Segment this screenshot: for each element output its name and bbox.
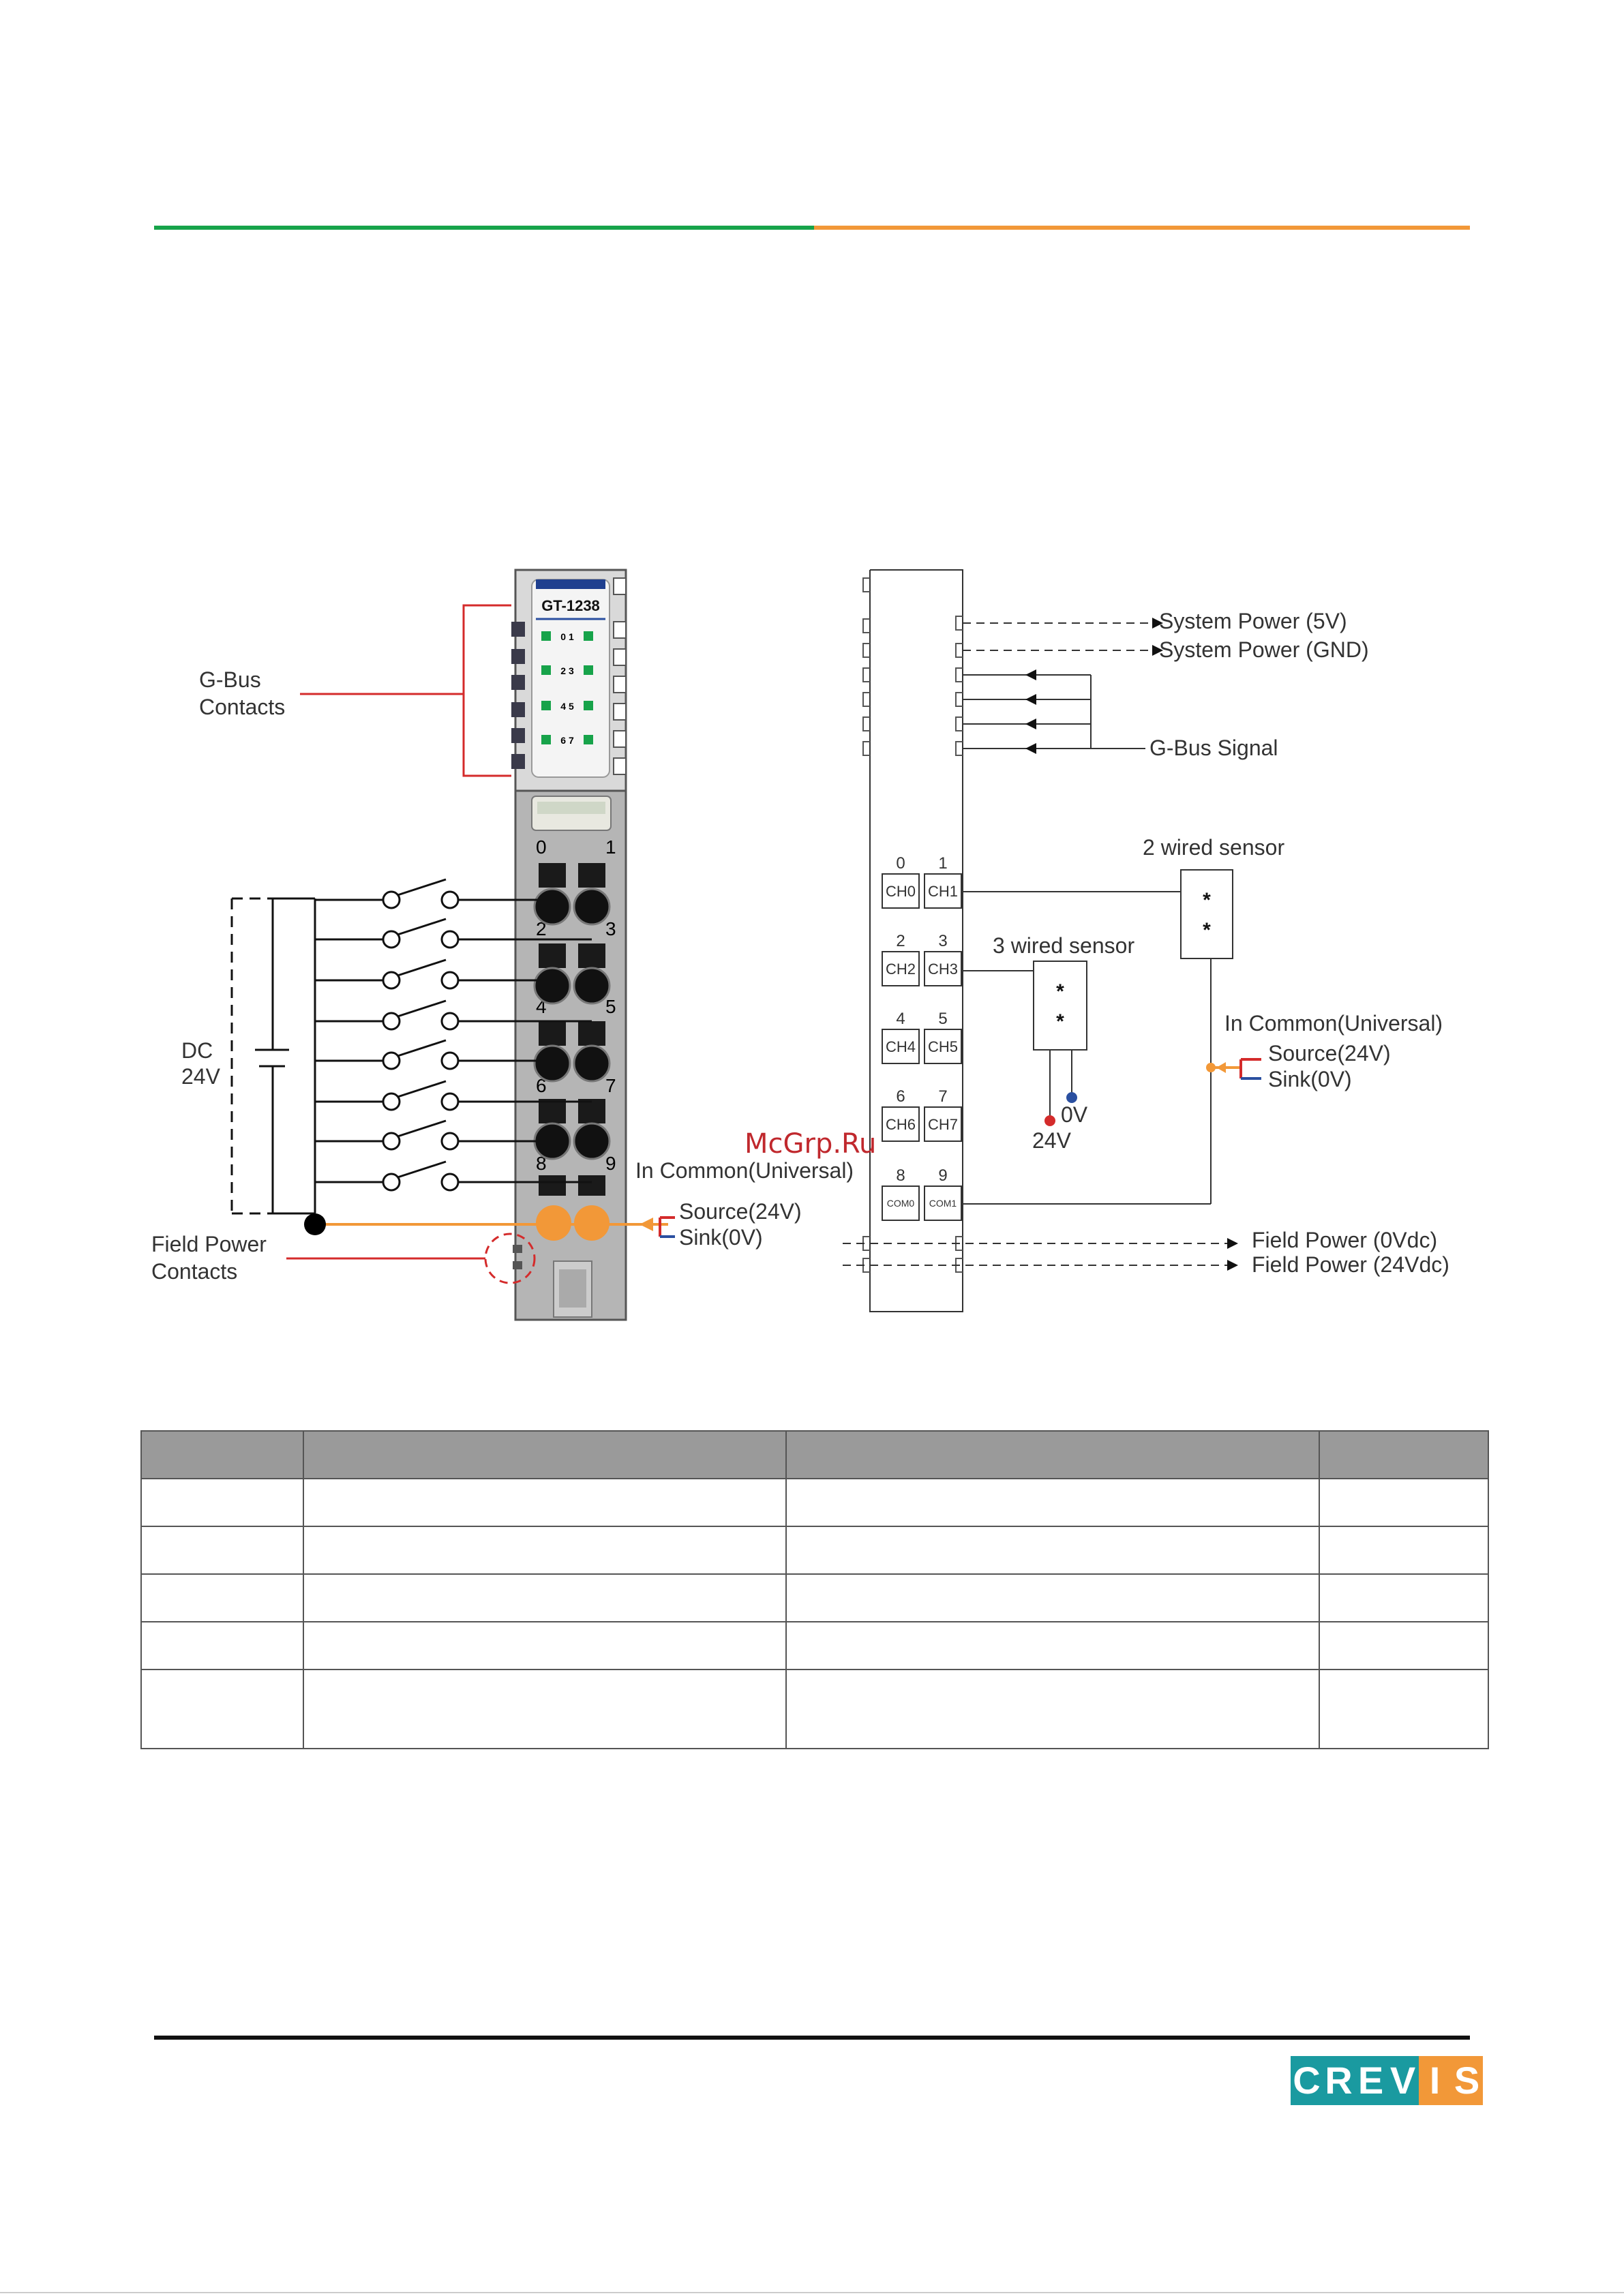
channel-boxes — [882, 873, 962, 1221]
schematic — [843, 569, 1233, 1312]
field-power-label: Field Power — [151, 1232, 267, 1256]
led-label: 0 1 — [560, 631, 574, 642]
channel-number: 5 — [938, 1010, 947, 1028]
channel-number: 0 — [896, 854, 905, 873]
page-bottom-line — [0, 2292, 1624, 2293]
logo-letter: E — [1355, 2056, 1387, 2105]
channel-number: 4 — [896, 1010, 905, 1028]
channel-label: CH1 — [928, 883, 958, 900]
spec-table — [140, 1430, 1489, 1749]
led-rows: 0 1 2 3 4 5 6 7 — [541, 631, 593, 746]
gbus-contacts-label-2: Contacts — [199, 695, 285, 719]
channel-label: COM1 — [929, 1198, 957, 1209]
callout-lines — [286, 604, 536, 1284]
channel-number: 3 — [938, 932, 947, 950]
module-model: GT-1238 — [541, 597, 600, 614]
channel-label: CH0 — [886, 883, 916, 900]
sensor-mark: * — [1203, 919, 1211, 941]
header-rule-orange — [814, 226, 1470, 230]
two-wired-sensor-label: 2 wired sensor — [1143, 835, 1284, 860]
logo-letter: R — [1323, 2056, 1355, 2105]
terminal-number: 6 — [536, 1075, 547, 1096]
zero-v-label: 0V — [1061, 1102, 1088, 1127]
header-rule-green — [154, 226, 814, 230]
channel-label: COM0 — [887, 1198, 915, 1209]
in-common-label-right: In Common(Universal) — [1224, 1011, 1443, 1036]
crevis-logo: C R E V I S — [1291, 2056, 1483, 2105]
table-row — [140, 1621, 1489, 1670]
terminal-number: 1 — [605, 836, 616, 858]
terminal-number: 8 — [536, 1153, 547, 1174]
channel-number: 6 — [896, 1087, 905, 1106]
terminal-number: 3 — [605, 918, 616, 939]
logo-letter: S — [1451, 2056, 1483, 2105]
module-illustration: GT-1238 0 1 2 3 4 5 6 7 0 1 2 3 4 5 6 7 … — [511, 569, 627, 1321]
channel-label: CH4 — [886, 1038, 916, 1055]
footer-rule — [154, 2036, 1470, 2040]
table-row — [140, 1526, 1489, 1575]
table-header-cell — [140, 1430, 304, 1479]
switch-rows — [315, 878, 592, 1183]
led-label: 4 5 — [560, 701, 574, 712]
channel-label: CH3 — [928, 961, 958, 978]
watermark: McGrp.Ru — [745, 1128, 877, 1160]
channel-label: CH5 — [928, 1038, 958, 1055]
sensor-mark: * — [1056, 1010, 1064, 1033]
wiring-diagram: GT-1238 0 1 2 3 4 5 6 7 0 1 2 3 4 5 6 7 … — [151, 569, 1449, 1321]
logo-letter: C — [1291, 2056, 1323, 2105]
channel-number: 9 — [938, 1166, 947, 1185]
table-header-cell — [303, 1430, 787, 1479]
table-header-cell — [1319, 1430, 1489, 1479]
dc-voltage-label: 24V — [181, 1064, 221, 1089]
sensor-mark: * — [1056, 980, 1064, 1003]
channel-labels: 0 1 2 3 4 5 6 7 8 9 — [896, 854, 947, 1185]
channel-label: CH7 — [928, 1116, 958, 1133]
terminal-number: 2 — [536, 918, 547, 939]
terminal-number: 0 — [536, 836, 547, 858]
table-header-row — [140, 1430, 1489, 1479]
channel-label: CH2 — [886, 961, 916, 978]
logo-letter: I — [1419, 2056, 1451, 2105]
terminal-number: 9 — [605, 1153, 616, 1174]
gbus-signal-label: G-Bus Signal — [1149, 736, 1278, 760]
twentyfour-v-label: 24V — [1032, 1128, 1072, 1153]
table-row — [140, 1669, 1489, 1749]
field-power-0v-label: Field Power (0Vdc) — [1252, 1228, 1437, 1252]
sink-label: Sink(0V) — [679, 1225, 763, 1250]
table-header-cell — [785, 1430, 1320, 1479]
source-label: Source(24V) — [679, 1199, 802, 1224]
field-power-label-2: Contacts — [151, 1259, 237, 1284]
channel-number: 1 — [938, 854, 947, 873]
sensor-mark: * — [1203, 889, 1211, 911]
left-wiring — [230, 878, 592, 1215]
three-wired-sensor-label: 3 wired sensor — [993, 933, 1134, 958]
arrowheads — [1025, 618, 1238, 1271]
com-box-labels: COM0 COM1 — [887, 1198, 957, 1209]
field-power-24v-label: Field Power (24Vdc) — [1252, 1252, 1449, 1277]
system-power-5v-label: System Power (5V) — [1159, 609, 1347, 633]
dc-label: DC — [181, 1038, 213, 1063]
source-label-right: Source(24V) — [1268, 1041, 1391, 1066]
channel-number: 7 — [938, 1087, 947, 1106]
channel-number: 2 — [896, 932, 905, 950]
channel-number: 8 — [896, 1166, 905, 1185]
sink-label-right: Sink(0V) — [1268, 1067, 1352, 1091]
table-row — [140, 1478, 1489, 1527]
system-power-gnd-label: System Power (GND) — [1159, 637, 1369, 662]
terminal-number: 7 — [605, 1075, 616, 1096]
led-label: 2 3 — [560, 665, 574, 676]
channel-label: CH6 — [886, 1116, 916, 1133]
table-row — [140, 1573, 1489, 1622]
led-label: 6 7 — [560, 735, 574, 746]
channel-box-labels: CH0 CH1 CH2 CH3 CH4 CH5 CH6 CH7 — [886, 883, 958, 1133]
in-common-label: In Common(Universal) — [635, 1158, 854, 1183]
terminal-number: 5 — [605, 996, 616, 1017]
logo-letter: V — [1387, 2056, 1419, 2105]
gbus-contacts-label: G-Bus — [199, 667, 261, 692]
